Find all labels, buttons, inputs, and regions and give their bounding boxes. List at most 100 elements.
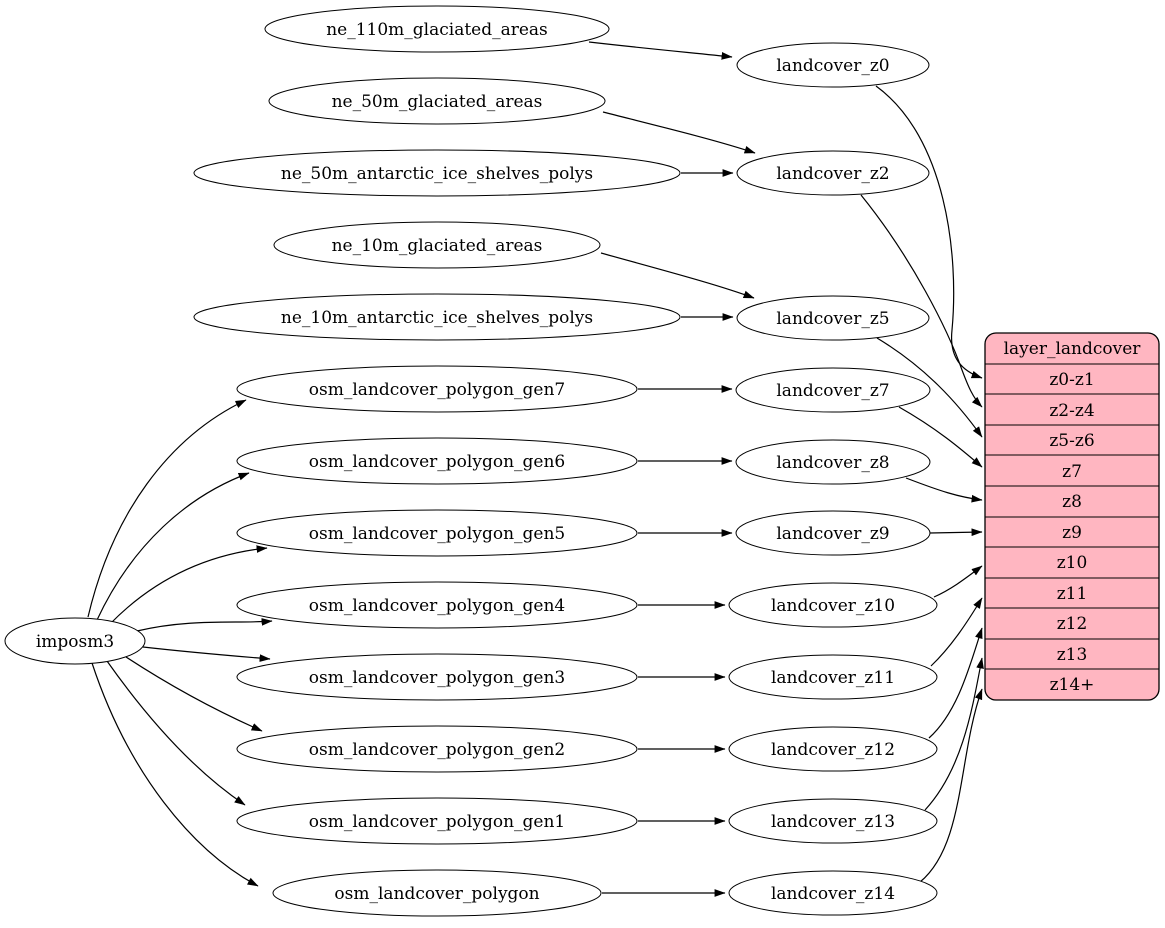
- node-label: osm_landcover_polygon_gen2: [309, 740, 565, 760]
- edge-z12-to-row-z12: [928, 627, 983, 739]
- node-label: osm_landcover_polygon_gen4: [309, 596, 565, 616]
- node-osm-landcover-polygon-gen6: osm_landcover_polygon_gen6: [236, 437, 638, 485]
- edge-group: [87, 41, 984, 897]
- node-ellipse: [728, 654, 938, 700]
- edge-imposm3-to-gen7: [87, 399, 247, 618]
- node-label: ne_110m_glaciated_areas: [326, 20, 548, 40]
- edge-ne10m-to-z5: [600, 252, 755, 299]
- node-landcover-z5: landcover_z5: [736, 295, 930, 341]
- node-ellipse: [193, 293, 681, 341]
- node-landcover-z12: landcover_z12: [728, 726, 938, 772]
- node-label: ne_10m_glaciated_areas: [332, 236, 543, 256]
- node-ellipse: [236, 437, 638, 485]
- node-ellipse: [236, 653, 638, 701]
- edge-z2-to-row-z2-z4: [860, 194, 983, 408]
- edge-z5-to-row-z5-z6: [876, 337, 983, 438]
- node-ellipse: [728, 582, 938, 628]
- node-osm-landcover-polygon-gen1: osm_landcover_polygon_gen1: [236, 797, 638, 845]
- node-ne-10m-glaciated-areas: ne_10m_glaciated_areas: [273, 221, 601, 269]
- node-ellipse: [4, 617, 146, 665]
- table-row-z7: z7: [1062, 462, 1082, 482]
- node-landcover-z13: landcover_z13: [728, 798, 938, 844]
- node-ne-10m-antarctic-ice-shelves-polys: ne_10m_antarctic_ice_shelves_polys: [193, 293, 681, 341]
- edge-imposm3-to-gen5: [109, 545, 268, 625]
- node-label: osm_landcover_polygon_gen7: [309, 380, 565, 400]
- node-ne-110m-glaciated-areas: ne_110m_glaciated_areas: [264, 5, 610, 53]
- table-layer-landcover: layer_landcover z0-z1 z2-z4 z5-z6 z7 z8 …: [984, 332, 1160, 701]
- node-ellipse: [236, 509, 638, 557]
- edge-imposm3-to-gen4: [136, 618, 273, 632]
- node-osm-landcover-polygon-gen2: osm_landcover_polygon_gen2: [236, 725, 638, 773]
- table-row-z11: z11: [1057, 584, 1088, 604]
- node-ellipse: [272, 869, 602, 917]
- node-ellipse: [236, 365, 638, 413]
- node-label: osm_landcover_polygon_gen5: [309, 524, 565, 544]
- table-row-z13: z13: [1057, 645, 1088, 665]
- node-ellipse: [236, 581, 638, 629]
- node-imposm3: imposm3: [4, 617, 146, 665]
- table-row-z0-z1: z0-z1: [1049, 370, 1094, 390]
- node-ellipse: [236, 797, 638, 845]
- node-label: landcover_z9: [776, 524, 889, 544]
- node-label: ne_50m_glaciated_areas: [332, 92, 543, 112]
- table-title: layer_landcover: [1004, 339, 1142, 359]
- edge-z10-to-row-z10: [933, 565, 983, 598]
- edge-imposm3-to-polygon: [91, 662, 259, 887]
- node-landcover-z14: landcover_z14: [728, 870, 938, 916]
- node-ellipse: [268, 77, 606, 125]
- node-ellipse: [735, 367, 931, 413]
- node-label: landcover_z7: [776, 381, 889, 401]
- node-osm-landcover-polygon: osm_landcover_polygon: [272, 869, 602, 917]
- node-label: landcover_z0: [776, 56, 889, 76]
- node-label: imposm3: [36, 632, 114, 652]
- node-osm-landcover-polygon-gen4: osm_landcover_polygon_gen4: [236, 581, 638, 629]
- node-ellipse: [735, 510, 931, 556]
- node-ellipse: [736, 295, 930, 341]
- table-row-z8: z8: [1062, 492, 1082, 512]
- node-landcover-z7: landcover_z7: [735, 367, 931, 413]
- edge-z7-to-row-z7: [898, 406, 983, 468]
- node-ellipse: [193, 149, 681, 197]
- table-row-z2-z4: z2-z4: [1049, 401, 1094, 421]
- table-row-z9: z9: [1062, 523, 1082, 543]
- node-osm-landcover-polygon-gen3: osm_landcover_polygon_gen3: [236, 653, 638, 701]
- table-row-z10: z10: [1057, 553, 1088, 573]
- node-landcover-z8: landcover_z8: [735, 439, 931, 485]
- node-landcover-z11: landcover_z11: [728, 654, 938, 700]
- node-label: landcover_z8: [776, 453, 889, 473]
- node-label: osm_landcover_polygon_gen6: [309, 452, 565, 472]
- edge-imposm3-to-gen1: [106, 660, 246, 806]
- node-label: osm_landcover_polygon_gen1: [309, 812, 565, 832]
- node-ellipse: [736, 42, 930, 88]
- node-ellipse: [264, 5, 610, 53]
- edge-imposm3-to-gen6: [96, 472, 250, 621]
- edge-z14-to-row-z14plus: [919, 688, 983, 883]
- table-row-z14plus: z14+: [1050, 675, 1095, 695]
- node-osm-landcover-polygon-gen7: osm_landcover_polygon_gen7: [236, 365, 638, 413]
- node-landcover-z2: landcover_z2: [736, 150, 930, 196]
- node-label: landcover_z12: [771, 740, 895, 760]
- node-label: ne_10m_antarctic_ice_shelves_polys: [281, 308, 593, 328]
- node-label: landcover_z11: [771, 668, 895, 688]
- edge-z9-to-row-z9: [929, 528, 983, 537]
- node-label: landcover_z5: [776, 309, 889, 329]
- node-label: landcover_z14: [771, 884, 895, 904]
- table-row-z5-z6: z5-z6: [1049, 431, 1094, 451]
- node-landcover-z9: landcover_z9: [735, 510, 931, 556]
- node-label: landcover_z13: [771, 812, 895, 832]
- node-ellipse: [735, 439, 931, 485]
- edge-z13-to-row-z13: [924, 657, 984, 811]
- edge-z11-to-row-z11: [930, 597, 983, 667]
- node-ellipse: [736, 150, 930, 196]
- node-ne-50m-glaciated-areas: ne_50m_glaciated_areas: [268, 77, 606, 125]
- node-ellipse: [728, 726, 938, 772]
- node-label: landcover_z2: [776, 164, 889, 184]
- node-label: ne_50m_antarctic_ice_shelves_polys: [281, 164, 593, 184]
- node-group: imposm3 ne_110m_glaciated_areas ne_50m_g…: [4, 5, 938, 917]
- edge-ne50m-to-z2: [602, 111, 756, 154]
- node-landcover-z0: landcover_z0: [736, 42, 930, 88]
- node-ellipse: [728, 870, 938, 916]
- edge-imposm3-to-gen3: [142, 646, 271, 662]
- node-label: osm_landcover_polygon_gen3: [309, 668, 565, 688]
